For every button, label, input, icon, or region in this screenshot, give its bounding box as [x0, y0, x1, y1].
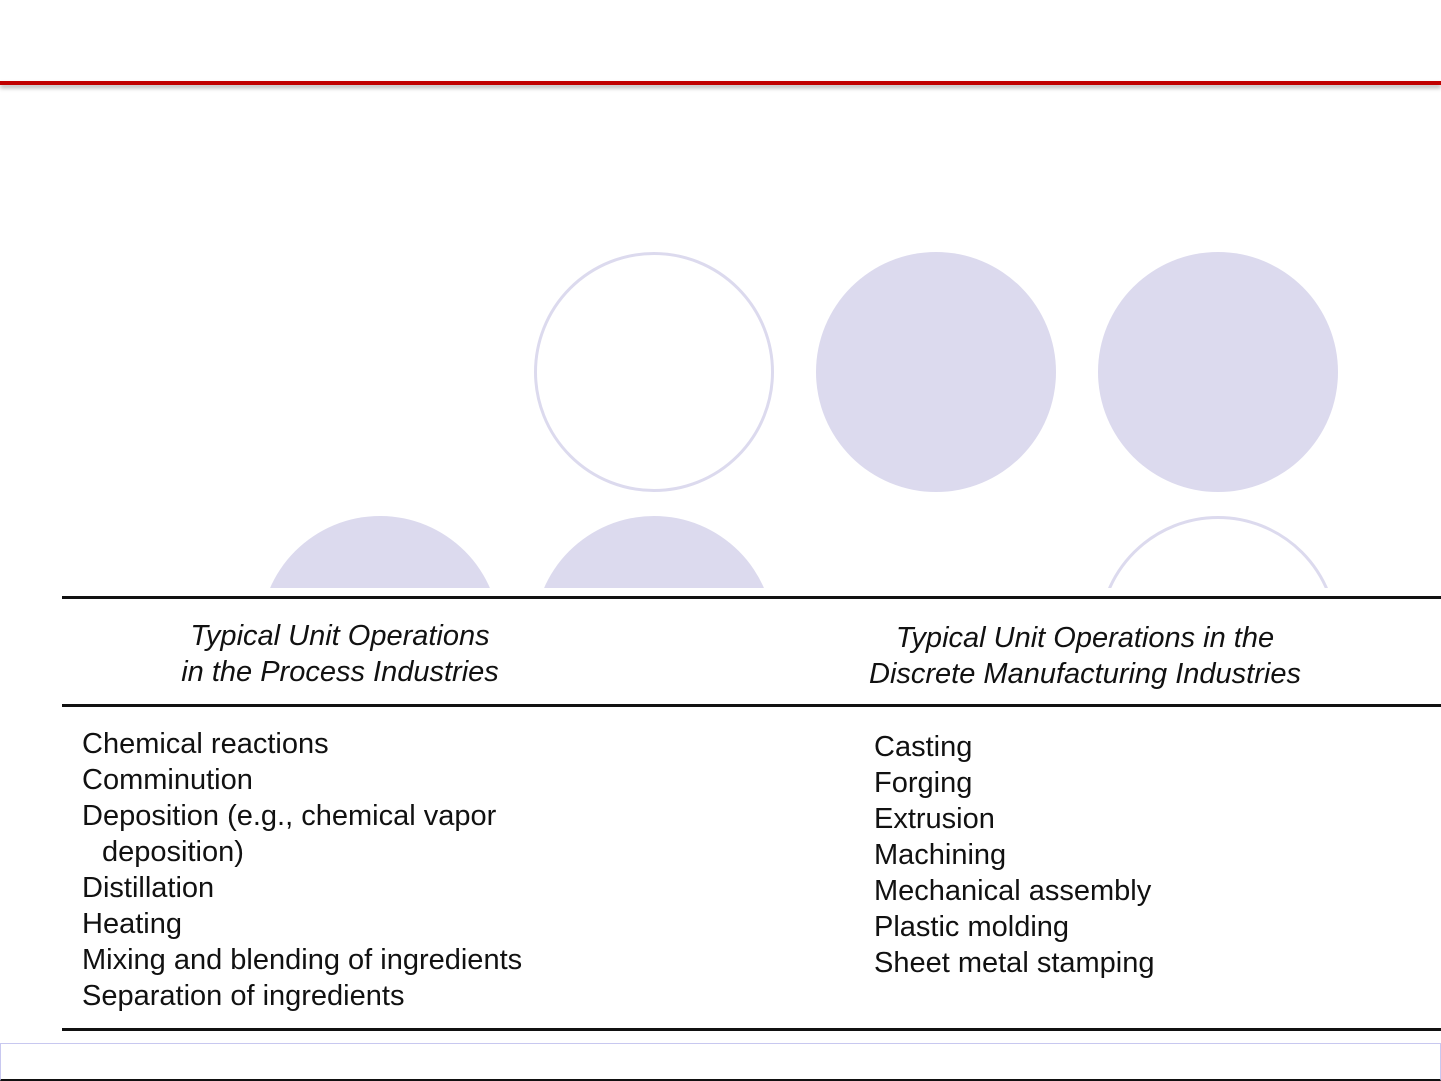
list-item: deposition) — [102, 836, 244, 868]
header-rule — [62, 704, 1441, 707]
footer-bar — [0, 1043, 1441, 1081]
discrete-operations-list: Casting Forging Extrusion Machining Mech… — [874, 729, 1154, 981]
header-discrete-manufacturing: Typical Unit Operations in the Discrete … — [869, 622, 1301, 690]
list-item: Separation of ingredients — [82, 980, 405, 1012]
title-divider-line — [0, 81, 1441, 85]
list-item: Mixing and blending of ingredients — [82, 944, 523, 976]
list-item: Mechanical assembly — [874, 875, 1152, 907]
list-item: Comminution — [82, 764, 253, 796]
table-top-rule — [62, 596, 1441, 599]
list-item: Deposition (e.g., chemical vapor — [82, 800, 497, 832]
list-item: Extrusion — [874, 803, 995, 835]
unit-operations-table: Typical Unit Operations in the Process I… — [0, 588, 1441, 1043]
list-item: Plastic molding — [874, 911, 1070, 943]
list-item: Distillation — [82, 872, 215, 904]
process-operations-list: Chemical reactions Comminution Depositio… — [82, 726, 522, 1014]
decorative-circle-filled — [1098, 252, 1338, 492]
list-item: Casting — [874, 731, 973, 763]
table-bottom-rule — [62, 1028, 1441, 1031]
decorative-circle-outline — [534, 252, 774, 492]
decorative-circle-filled — [816, 252, 1056, 492]
list-item: Sheet metal stamping — [874, 947, 1155, 979]
list-item: Machining — [874, 839, 1007, 871]
header-process-industries: Typical Unit Operations in the Process I… — [181, 620, 499, 688]
list-item: Chemical reactions — [82, 728, 329, 760]
list-item: Heating — [82, 908, 182, 940]
list-item: Forging — [874, 767, 973, 799]
